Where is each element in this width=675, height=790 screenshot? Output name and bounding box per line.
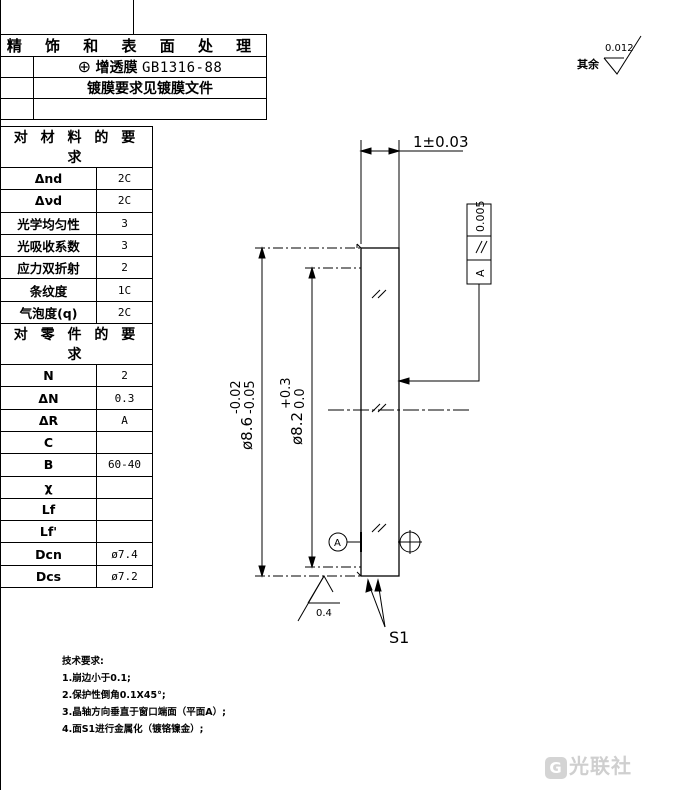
surface-table-blank xyxy=(33,98,267,120)
datum-label: A xyxy=(334,538,341,549)
material-label: Δnd xyxy=(0,166,97,191)
part-label: Dcn xyxy=(0,542,97,566)
part-value xyxy=(96,497,153,522)
part-section-title: 对 零 件 的 要 求 xyxy=(0,323,153,366)
technical-notes: 技术要求: 1.崩边小于0.1; 2.保护性倒角0.1X45°; 3.晶轴方向垂… xyxy=(62,653,226,738)
arrow-head xyxy=(397,377,410,385)
part-body-outline xyxy=(360,247,400,577)
part-value xyxy=(96,520,153,544)
others-label: 其余 xyxy=(577,58,599,71)
others-roughness-icon xyxy=(603,35,642,75)
surface-hatch xyxy=(371,289,387,533)
material-value: 2C xyxy=(96,300,153,325)
flatness-value: 0.005 xyxy=(474,201,487,233)
parallel-datum: A xyxy=(474,269,487,277)
part-label: Lf xyxy=(0,497,97,522)
arrow-head xyxy=(308,266,316,279)
others-roughness-value: 0.012 xyxy=(605,43,634,54)
outer-tol-upper: -0.02 xyxy=(229,380,244,414)
thickness-dim-text: 1±0.03 xyxy=(413,133,469,151)
roughness-value: 0.4 xyxy=(316,608,332,619)
note-item: 4.面S1进行金属化（镀铬镍金）; xyxy=(62,724,204,735)
part-value: ø7.4 xyxy=(96,542,153,566)
surface-treatment-table: 精 饰 和 表 面 处 理 ⊕ 增透膜 GB1316-88 镀膜要求见镀膜文件 xyxy=(0,34,267,120)
surface-table-title: 精 饰 和 表 面 处 理 xyxy=(0,34,267,57)
coating-standard: GB1316-88 xyxy=(141,60,223,76)
note-item: 2.保护性倒角0.1X45°; xyxy=(62,690,166,701)
coating-standard-cell: ⊕ 增透膜 GB1316-88 xyxy=(33,56,267,78)
part-label: Lf' xyxy=(0,520,97,544)
note-item: 1.崩边小于0.1; xyxy=(62,673,131,684)
material-value: 2C xyxy=(96,189,153,213)
arrow-head xyxy=(258,246,266,259)
step-bottom xyxy=(356,571,362,577)
part-label: Dcs xyxy=(0,564,97,589)
arrow-head xyxy=(388,147,401,155)
part-value: ø7.2 xyxy=(96,564,153,589)
phi-symbol-icon: ⊕ xyxy=(77,57,92,76)
material-section-title: 对 材 料 的 要 求 xyxy=(0,126,153,168)
arrow-head xyxy=(258,565,266,578)
outer-dia-text: ø8.6 xyxy=(238,417,256,450)
material-label: 光学均匀性 xyxy=(0,211,97,235)
surface-label: S1 xyxy=(389,628,409,647)
note-item: 3.晶轴方向垂直于窗口端面（平面A）; xyxy=(62,707,226,718)
arrow-head xyxy=(308,556,316,569)
tolerance-leader xyxy=(399,284,480,382)
arrow-head xyxy=(359,147,372,155)
inner-tol-upper: +0.3 xyxy=(279,377,294,409)
watermark-text: 光联社 xyxy=(569,754,632,778)
notes-title: 技术要求: xyxy=(62,656,104,667)
outer-tol-lower: -0.05 xyxy=(243,380,258,414)
material-label: 气泡度(q) xyxy=(0,300,97,325)
parallel-symbol-icon xyxy=(475,240,483,254)
title-block-stub xyxy=(133,0,134,34)
inner-dia-text: ø8.2 xyxy=(288,412,306,445)
step-top xyxy=(356,243,362,249)
coating-name: 增透膜 xyxy=(95,60,138,76)
watermark-logo-icon: G xyxy=(545,756,567,779)
inner-tol-lower: 0.0 xyxy=(293,388,308,409)
